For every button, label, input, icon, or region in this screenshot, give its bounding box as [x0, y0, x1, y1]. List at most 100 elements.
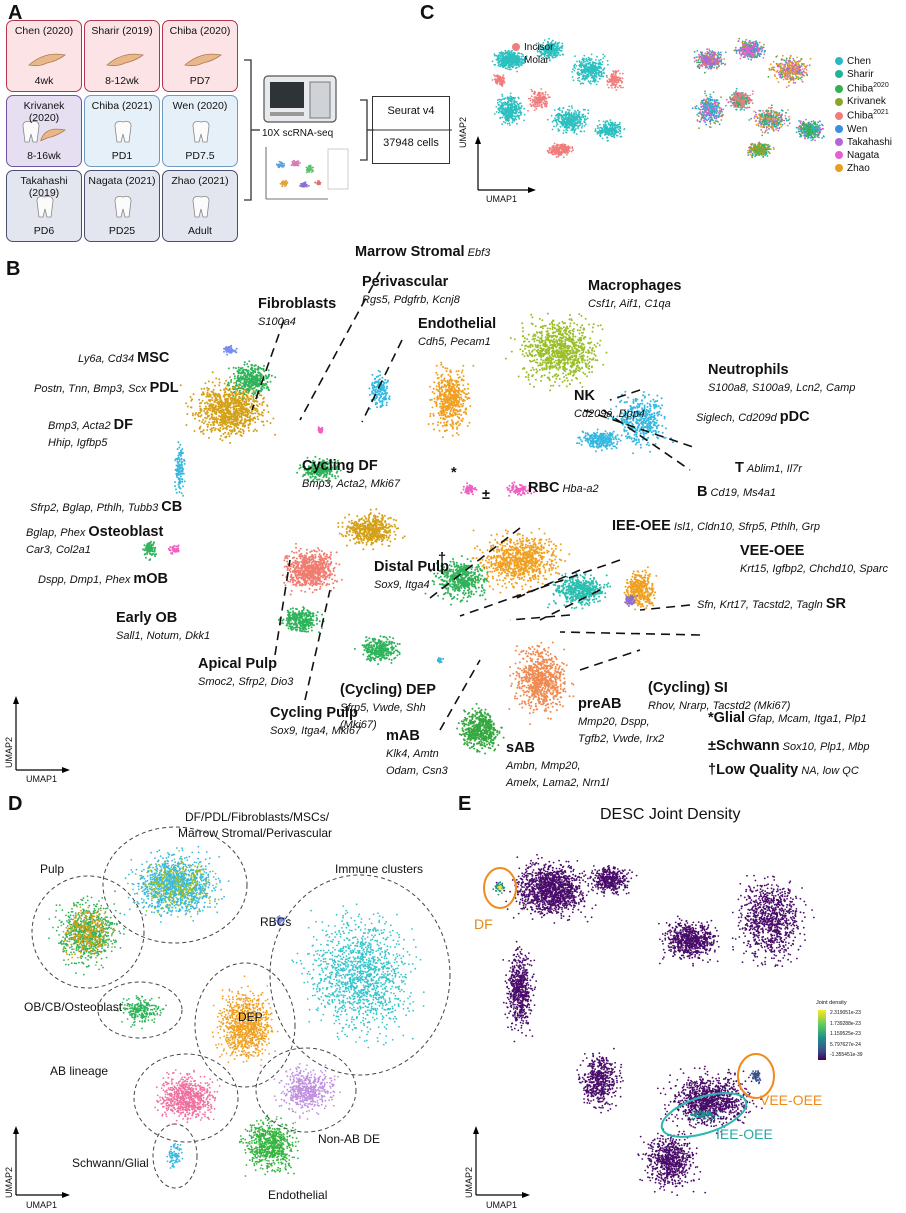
- legend-entry: Incisor: [512, 42, 553, 53]
- legend-label: Chiba: [847, 83, 873, 94]
- b-axis-y: UMAP2: [4, 737, 14, 768]
- b-genes: Bmp3, Acta2: [48, 420, 111, 432]
- b-title: MSC: [137, 350, 169, 366]
- panel-label-e: E: [458, 793, 471, 816]
- dataset-age: PD1: [85, 150, 159, 162]
- b-genes: Cd209a, Dpp4: [574, 408, 645, 420]
- legend-sup: 2020: [873, 82, 889, 89]
- legend-swatch: [835, 151, 843, 160]
- panel-label-b: B: [6, 258, 20, 281]
- dataset-card: Takahashi (2019) PD6: [6, 170, 82, 242]
- colorbar-tick: 2.319051e-23: [830, 1008, 863, 1019]
- machine-label: 10X scRNA-seq: [262, 128, 333, 139]
- dataset-card: Krivanek (2020) 8-16wk: [6, 95, 82, 167]
- dataset-card: Chen (2020) 4wk: [6, 20, 82, 92]
- d-label-rbcs: RBCs: [260, 915, 291, 929]
- dataset-age: 8-12wk: [85, 75, 159, 87]
- b-genes: Siglech, Cd209d: [696, 412, 777, 424]
- b-label-symbol: †: [438, 551, 446, 567]
- molar-icon: [192, 196, 210, 218]
- panel-label-d: D: [8, 793, 22, 816]
- molar-icon: [192, 121, 210, 143]
- legend-swatch: [512, 43, 520, 52]
- b-label-cyclingdf: Cycling DF Bmp3, Acta2, Mki67: [302, 458, 400, 493]
- legend-label: Chiba: [847, 111, 873, 122]
- d-axis-x: UMAP1: [26, 1200, 57, 1210]
- legend-label: Molar: [524, 55, 549, 66]
- d-label-top2: Marrow Stromal/Perivascular: [178, 826, 332, 840]
- panel-label-c: C: [420, 2, 434, 25]
- legend-swatch: [835, 97, 843, 106]
- colorbar-tick: 5.797627e-24: [830, 1040, 863, 1051]
- d-group-outlines: [31, 826, 451, 1189]
- b-genes: Bmp3, Acta2, Mki67: [302, 478, 400, 490]
- b-genes: Dspp, Dmp1, Phex: [38, 574, 130, 586]
- d-label-schwann: Schwann/Glial: [72, 1156, 149, 1170]
- dataset-name: Nagata (2021): [85, 175, 159, 187]
- legend-label: Nagata: [847, 150, 879, 161]
- b-axes: [13, 696, 70, 773]
- legend-swatch: [835, 84, 843, 93]
- colorbar-tick: 1.159525e-23: [830, 1029, 863, 1040]
- e-label-iee: IEE-OEE: [716, 1126, 773, 1142]
- b-title: Cycling DF: [302, 458, 378, 474]
- incisor-icon: [106, 53, 144, 67]
- e-axis-y: UMAP2: [464, 1167, 474, 1198]
- legend-label: Zhao: [847, 163, 870, 174]
- legend-swatch: [835, 125, 843, 134]
- b-title: Early OB: [116, 610, 177, 626]
- 10x-machine-icon: [262, 72, 340, 124]
- b-genes: Sall1, Notum, Dkk1: [116, 630, 210, 642]
- b-genes: Sox10, Plp1, Mbp: [783, 741, 870, 753]
- dataset-card: Nagata (2021) PD25: [84, 170, 160, 242]
- panel-e-density: [473, 853, 826, 1198]
- dataset-card: Chiba (2020) PD7: [162, 20, 238, 92]
- b-label-sr: Sfn, Krt17, Tacstd2, Tagln SR: [697, 596, 846, 614]
- b-title: DF: [114, 417, 133, 433]
- legend-label: Chen: [847, 56, 871, 67]
- b-title: Macrophages: [588, 278, 681, 294]
- molar-icon: [114, 121, 132, 143]
- b-title: Apical Pulp: [198, 656, 277, 672]
- legend-swatch: [835, 164, 843, 173]
- b-title: (Cycling) DEP: [340, 682, 436, 698]
- b-label-t: T Ablim1, Il7r: [735, 460, 802, 478]
- dataset-name: Chen (2020): [7, 25, 81, 37]
- b-label-pdl: Postn, Tnn, Bmp3, Scx PDL: [34, 380, 179, 398]
- dataset-name: Zhao (2021): [163, 175, 237, 187]
- b-title: pDC: [780, 409, 810, 425]
- legend-label: Takahashi: [847, 137, 892, 148]
- legend-swatch: [835, 70, 843, 79]
- b-genes: NA, low QC: [801, 765, 858, 777]
- e-colorbar-title: Joint density: [816, 1000, 847, 1006]
- d-label-pulp: Pulp: [40, 862, 64, 876]
- b-genes2: Hhip, Igfbp5: [48, 437, 107, 449]
- b-title: *Glial: [708, 710, 745, 726]
- dataset-card: Zhao (2021) Adult: [162, 170, 238, 242]
- b-genes: Klk4, Amtn: [386, 748, 439, 760]
- panel-b-umap: [13, 271, 701, 773]
- b-title: B: [697, 484, 707, 500]
- b-genes: Postn, Tnn, Bmp3, Scx: [34, 383, 147, 395]
- b-title: Perivascular: [362, 274, 448, 290]
- b-label-glial: *Glial Gfap, Mcam, Itga1, Plp1: [708, 710, 867, 728]
- b-genes: Bglap, Phex: [26, 527, 85, 539]
- d-label-endo: Endothelial: [268, 1188, 327, 1202]
- b-title: VEE-OEE: [740, 543, 804, 559]
- b-genes: Sfn, Krt17, Tacstd2, Tagln: [697, 599, 823, 611]
- b-label-mob: Dspp, Dmp1, Phex mOB: [38, 571, 168, 589]
- b-label-lowq: †Low Quality NA, low QC: [708, 762, 859, 780]
- b-genes: Ly6a, Cd34: [78, 353, 134, 365]
